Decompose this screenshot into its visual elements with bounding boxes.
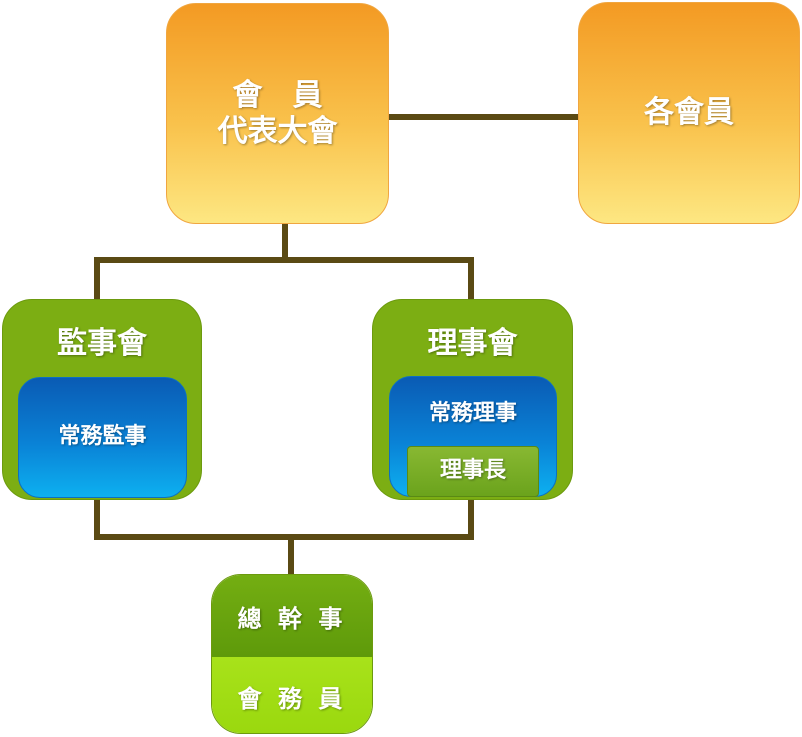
staff-members-section: 會 務 員: [212, 657, 372, 733]
members-label: 各會員: [644, 95, 734, 130]
standing-supervisor-node: 常務監事: [18, 377, 187, 498]
standing-director-label: 常務理事: [428, 401, 517, 426]
secretary-general-section: 總 幹 事: [212, 575, 372, 657]
staff-node: 總 幹 事 會 務 員: [211, 574, 373, 734]
member-assembly-node: 會 員 代表大會: [166, 3, 389, 224]
chairman-node: 理事長: [407, 446, 539, 497]
staff-members-label: 會 務 員: [237, 684, 347, 713]
member-assembly-line1: 會 員: [232, 77, 323, 113]
chairman-label: 理事長: [439, 458, 506, 484]
supervisors-board-title: 監事會: [57, 326, 147, 361]
member-assembly-line2: 代表大會: [217, 113, 338, 149]
secretary-general-label: 總 幹 事: [237, 604, 347, 633]
directors-board-title: 理事會: [427, 326, 518, 361]
standing-supervisor-label: 常務監事: [58, 424, 147, 450]
members-node: 各會員: [578, 2, 800, 224]
